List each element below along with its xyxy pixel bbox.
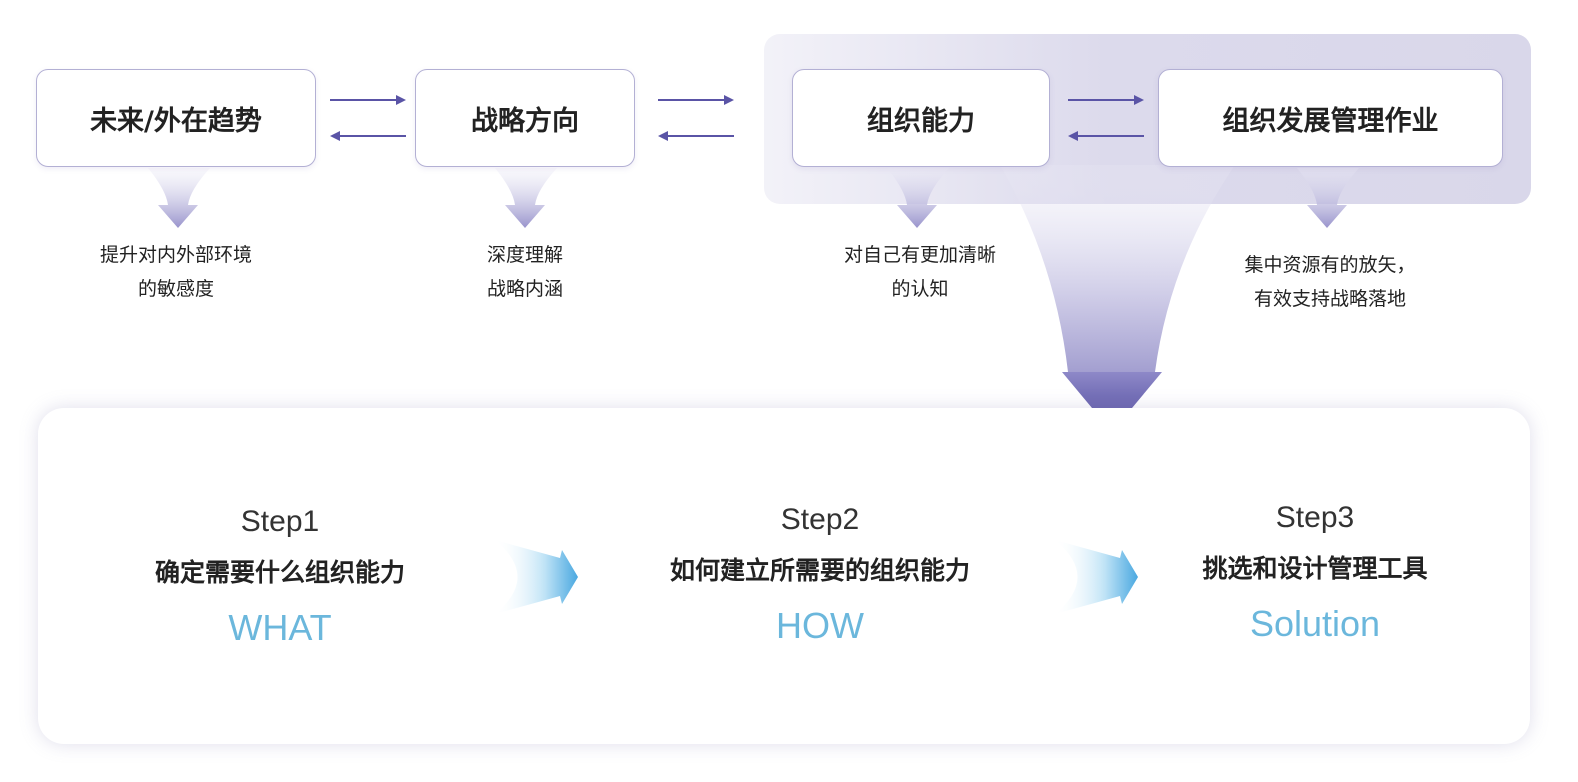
box-future-trends: 未来/外在趋势 bbox=[36, 69, 316, 167]
box-od-management: 组织发展管理作业 bbox=[1158, 69, 1503, 167]
desc-line: 有效支持战略落地 bbox=[1253, 288, 1406, 310]
step-number: Step1 bbox=[240, 505, 320, 538]
desc-org-capability: 对自己有更加清晰 的认知 bbox=[800, 238, 1040, 306]
steps-panel bbox=[38, 408, 1530, 744]
step-arrow-2 bbox=[1055, 540, 1138, 614]
step-title: 确定需要什么组织能力 bbox=[154, 558, 405, 587]
desc-line: 对自己有更加清晰 bbox=[843, 244, 996, 266]
desc-line: 的认知 bbox=[891, 278, 949, 300]
desc-strategy-direction: 深度理解 战略内涵 bbox=[425, 238, 625, 306]
desc-line: 集中资源有的放矢， bbox=[1244, 254, 1416, 276]
desc-od-management: 集中资源有的放矢， 有效支持战略落地 bbox=[1205, 248, 1455, 316]
step-english: HOW bbox=[776, 605, 864, 646]
step-arrow-1 bbox=[495, 540, 578, 614]
desc-line: 提升对内外部环境 bbox=[99, 244, 252, 266]
step-english: WHAT bbox=[228, 607, 332, 648]
step-english: Solution bbox=[1249, 603, 1381, 644]
small-funnel-arrows bbox=[148, 168, 1359, 228]
step-title: 挑选和设计管理工具 bbox=[1202, 554, 1428, 583]
step-2: Step2 如何建立所需要的组织能力 HOW bbox=[610, 500, 1030, 648]
connector-arrows bbox=[330, 95, 1144, 141]
big-arrow-head bbox=[1062, 372, 1162, 432]
desc-line: 战略内涵 bbox=[486, 278, 563, 300]
step-3: Step3 挑选和设计管理工具 Solution bbox=[1105, 498, 1525, 646]
step-1: Step1 确定需要什么组织能力 WHAT bbox=[70, 502, 490, 650]
box-strategy-direction: 战略方向 bbox=[415, 69, 635, 167]
step-title: 如何建立所需要的组织能力 bbox=[669, 556, 970, 585]
desc-line: 深度理解 bbox=[486, 244, 563, 266]
box-org-capability: 组织能力 bbox=[792, 69, 1050, 167]
step-number: Step2 bbox=[780, 503, 860, 536]
desc-line: 的敏感度 bbox=[137, 278, 214, 300]
desc-future-trends: 提升对内外部环境 的敏感度 bbox=[56, 238, 296, 306]
step-number: Step3 bbox=[1275, 501, 1355, 534]
big-funnel-arrow bbox=[1000, 165, 1235, 432]
